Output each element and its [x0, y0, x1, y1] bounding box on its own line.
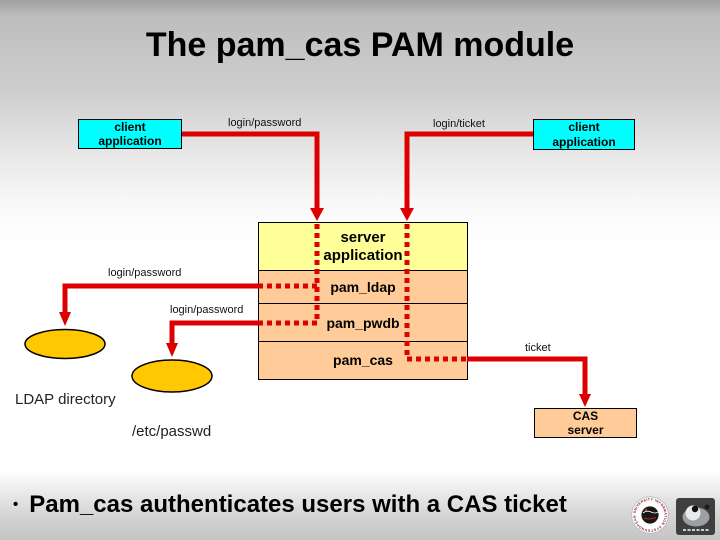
stamp-globe-line2	[643, 517, 657, 520]
stamp-globe	[641, 506, 659, 524]
arrowhead-passwd	[166, 343, 178, 357]
round-stamp-logo-icon: EUROPEAN UNIVERSITY INFORMATION SYSTEMS …	[631, 496, 669, 534]
logo-knob	[704, 504, 710, 510]
label-login-password-ldap: login/password	[108, 267, 182, 279]
logo-lens	[691, 505, 699, 513]
pam-stack: server application pam_ldap pam_pwdb pam…	[258, 222, 468, 380]
dark-square-logo-icon	[676, 498, 715, 535]
stamp-speck	[644, 508, 648, 512]
pam-cas-row: pam_cas	[333, 352, 393, 368]
pam-pwdb-row: pam_pwdb	[259, 304, 467, 342]
label-login-password-top: login/password	[228, 117, 302, 129]
pam-ldap-row: pam_ldap	[259, 271, 467, 304]
arrowhead-cas-server	[579, 394, 591, 407]
arrowhead-server-right	[400, 208, 414, 221]
bullet-text: Pam_cas authenticates users with a CAS t…	[29, 491, 567, 518]
label-login-ticket: login/ticket	[433, 118, 485, 130]
label-ticket: ticket	[525, 342, 551, 354]
arrow-client-left-to-server	[182, 131, 320, 210]
stamp-globe-line	[642, 510, 659, 514]
arrow-pam-cas-to-cas-server	[467, 356, 588, 395]
etc-passwd-datastore	[131, 359, 213, 393]
client-application-box-left: client application	[78, 119, 182, 149]
arrow-client-right-to-server	[404, 131, 533, 210]
arrow-pam-pwdb-to-passwd	[169, 320, 259, 345]
bullet-marker: •	[13, 496, 19, 513]
server-application-box: server application	[259, 223, 467, 271]
slide-title: The pam_cas PAM module	[145, 26, 575, 64]
cas-server-box: CAS server	[534, 408, 637, 438]
square-logo-art	[682, 504, 710, 531]
bullet-line: • Pam_cas authenticates users with a CAS…	[11, 491, 651, 519]
arrowhead-ldap	[59, 312, 71, 326]
client-application-box-right: client application	[533, 119, 635, 150]
arrowhead-server-left	[310, 208, 324, 221]
label-etc-passwd: /etc/passwd	[132, 423, 212, 440]
logo-caption-marks	[683, 529, 709, 531]
label-ldap-directory: LDAP directory	[15, 391, 116, 408]
label-login-password-pwdb: login/password	[170, 304, 244, 316]
ldap-directory-datastore	[24, 328, 106, 360]
